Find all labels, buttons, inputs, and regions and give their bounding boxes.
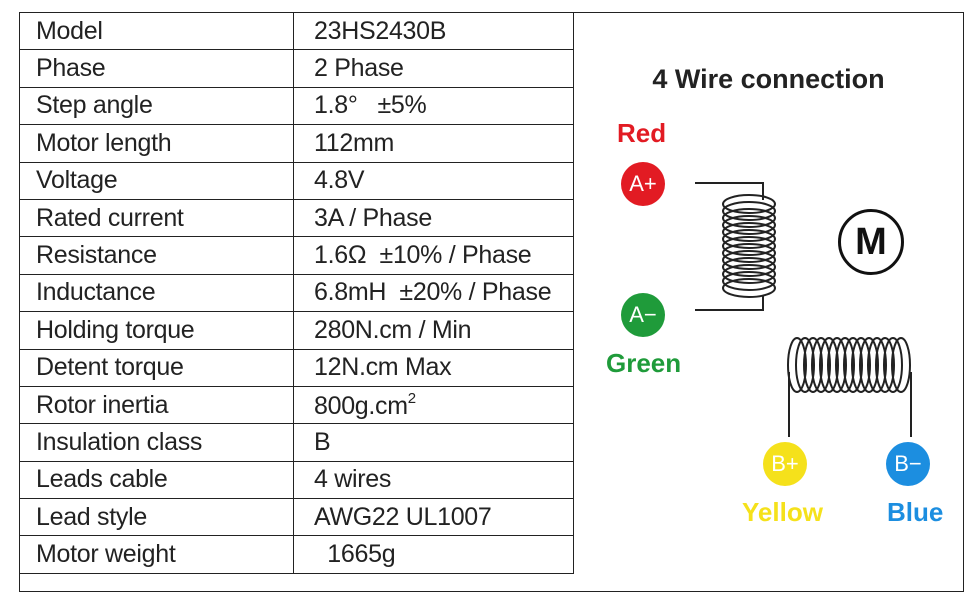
spec-value-text: 2 Phase (314, 54, 404, 83)
spec-label: Motor weight (19, 535, 294, 574)
pin-b-minus: B− (886, 442, 930, 486)
coil-b-icon (787, 337, 911, 393)
spec-value-text: 23HS2430B (314, 16, 447, 45)
wiring-lines (695, 182, 912, 437)
spec-value-text: 4 wires (314, 465, 392, 494)
spec-row: Leads cable 4 wires (19, 460, 574, 500)
spec-value-text: 1665g (314, 540, 396, 569)
spec-row: Insulation class B (19, 423, 574, 462)
spec-value-text: 1.8° ±5% (314, 91, 427, 120)
spec-row: Rated current 3A / Phase (19, 198, 574, 238)
spec-label: Phase (19, 49, 294, 88)
spec-label: Detent torque (19, 348, 294, 387)
spec-value-text: 3A / Phase (314, 203, 432, 232)
spec-value: 23HS2430B (293, 11, 574, 51)
spec-value: 2 Phase (293, 49, 574, 88)
wiring-diagram: 4 Wire connection Red A+ A− Green M B+ Y… (573, 12, 964, 592)
spec-row: Model 23HS2430B (19, 11, 574, 51)
wiring-title: 4 Wire connection (652, 64, 885, 94)
pin-a-plus: A+ (621, 162, 665, 206)
wire-name-red: Red (617, 118, 667, 148)
spec-label: Rated current (19, 198, 294, 238)
spec-row: Inductance 6.8mH ±20% / Phase (19, 273, 574, 313)
spec-label: Holding torque (19, 311, 294, 350)
spec-value: 1.8° ±5% (293, 86, 574, 126)
spec-label: Voltage (19, 161, 294, 200)
spec-value: 1.6Ω ±10% / Phase (293, 236, 574, 275)
spec-value-text: 280N.cm / Min (314, 315, 472, 344)
spec-value-superscript: 2 (407, 390, 416, 408)
spec-value: 4 wires (293, 460, 574, 500)
spec-label: Leads cable (19, 460, 294, 500)
spec-value: B (293, 423, 574, 462)
spec-label: Motor length (19, 124, 294, 163)
spec-label: Rotor inertia (19, 385, 294, 425)
spec-row: Lead style AWG22 UL1007 (19, 498, 574, 537)
spec-label: Insulation class (19, 423, 294, 462)
spec-value-text: 800g.cm (314, 392, 408, 421)
spec-label: Inductance (19, 273, 294, 313)
spec-value-text: 6.8mH ±20% / Phase (314, 278, 552, 307)
spec-value: AWG22 UL1007 (293, 498, 574, 537)
spec-row: Motor length 112mm (19, 124, 574, 163)
spec-value-text: 4.8V (314, 166, 365, 195)
spec-value: 3A / Phase (293, 198, 574, 238)
wire-name-blue: Blue (887, 497, 944, 527)
spec-value: 12N.cm Max (293, 348, 574, 387)
spec-value: 800g.cm2 (293, 385, 574, 425)
spec-label: Resistance (19, 236, 294, 275)
spec-row: Motor weight 1665g (19, 535, 574, 574)
spec-value: 4.8V (293, 161, 574, 200)
spec-label: Model (19, 11, 294, 51)
motor-icon: M (838, 209, 904, 275)
spec-value-text: B (314, 427, 331, 456)
spec-value-text: 112mm (314, 128, 395, 157)
spec-row: Step angle 1.8° ±5% (19, 86, 574, 126)
pin-b-plus: B+ (763, 442, 807, 486)
spec-value: 6.8mH ±20% / Phase (293, 273, 574, 313)
pin-a-minus: A− (621, 293, 665, 337)
spec-row: Voltage 4.8V (19, 161, 574, 200)
spec-label: Step angle (19, 86, 294, 126)
spec-row: Phase 2 Phase (19, 49, 574, 88)
wire-name-green: Green (606, 348, 682, 378)
spec-value-text: 1.6Ω ±10% / Phase (314, 241, 532, 270)
coil-a-icon (722, 194, 776, 298)
spec-value-text: AWG22 UL1007 (314, 502, 492, 531)
spec-value-text: 12N.cm Max (314, 353, 452, 382)
spec-value: 1665g (293, 535, 574, 574)
wire-name-yellow: Yellow (742, 497, 823, 527)
spec-row: Holding torque 280N.cm / Min (19, 311, 574, 350)
spec-row: Resistance 1.6Ω ±10% / Phase (19, 236, 574, 275)
spec-label: Lead style (19, 498, 294, 537)
spec-value: 112mm (293, 124, 574, 163)
spec-row: Detent torque 12N.cm Max (19, 348, 574, 387)
spec-value: 280N.cm / Min (293, 311, 574, 350)
